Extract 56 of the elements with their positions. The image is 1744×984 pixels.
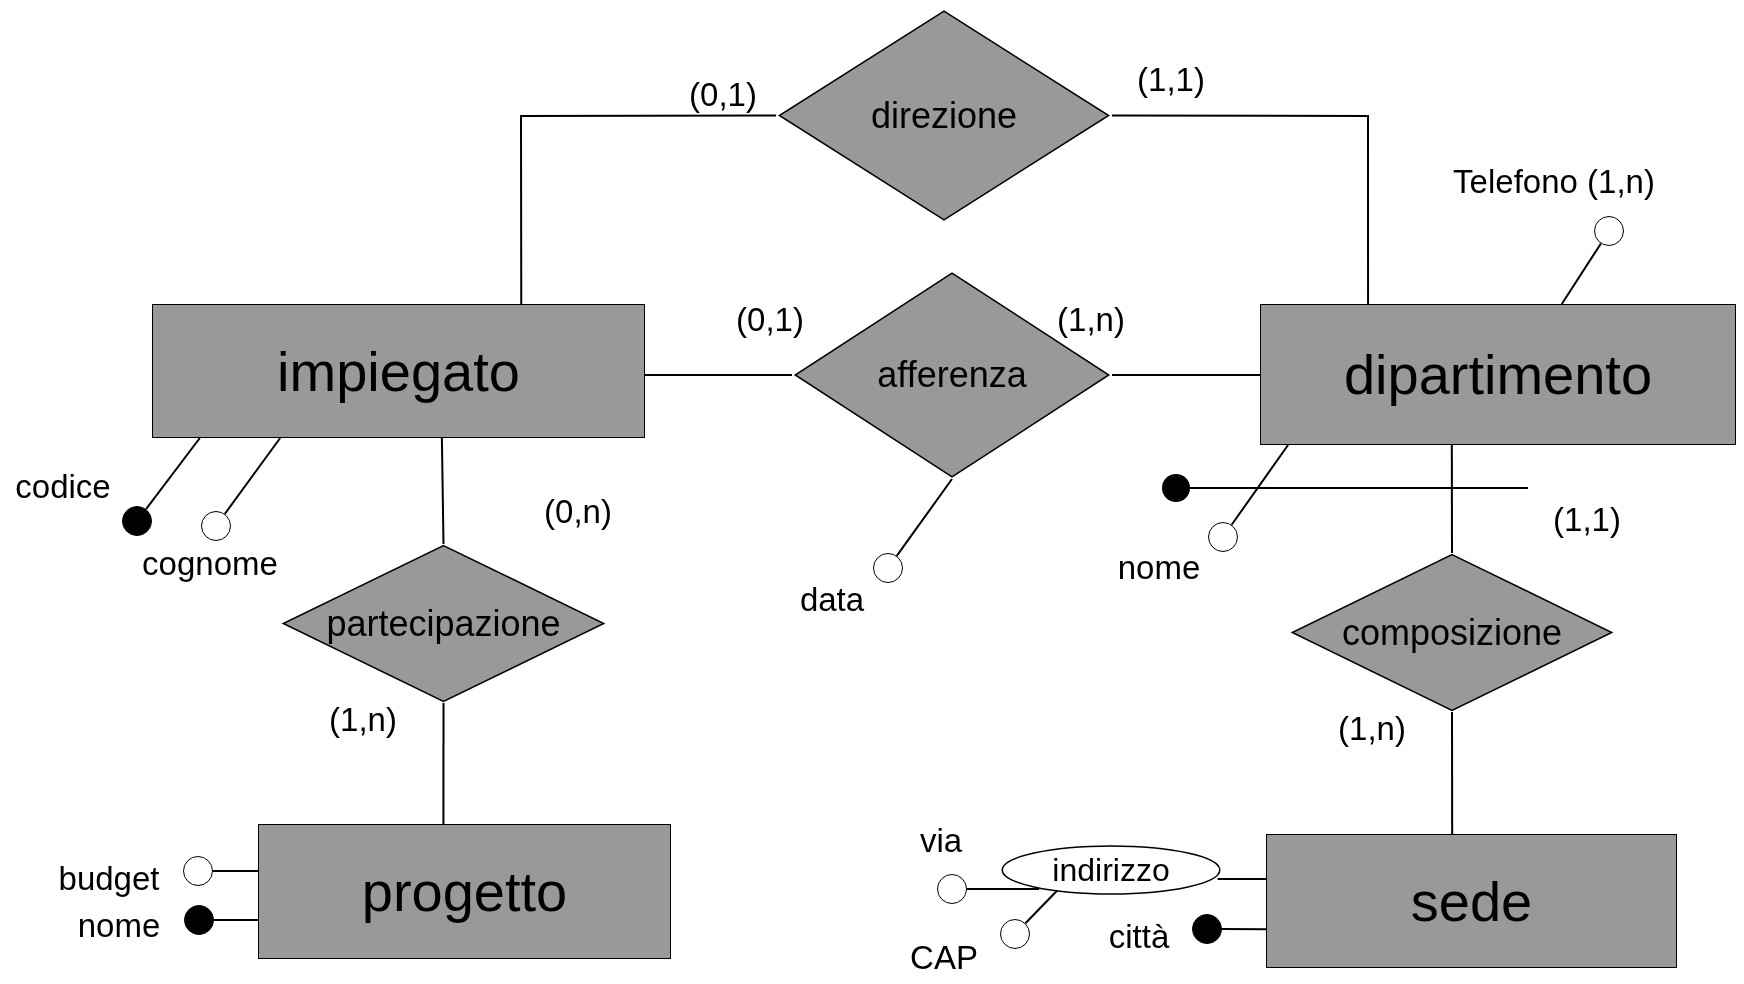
attribute-name: indirizzo — [1052, 851, 1170, 889]
key-attribute-circle — [122, 506, 152, 536]
entity-name: sede — [1410, 868, 1533, 934]
connector-line — [1451, 711, 1454, 835]
attribute-circle — [201, 511, 231, 541]
connector-line — [895, 478, 953, 557]
entity-box — [258, 824, 671, 959]
connector-line — [223, 437, 282, 515]
key-attribute-circle — [184, 905, 214, 935]
connector-line — [1560, 242, 1602, 305]
attribute-name: CAP — [910, 939, 978, 977]
relationship-name: composizione — [1341, 611, 1563, 654]
connector-line — [1450, 444, 1453, 554]
composite-attribute-ellipse — [1000, 845, 1222, 895]
attribute-name: budget — [58, 860, 160, 898]
attribute-name: nome — [77, 907, 161, 945]
connector-line — [1216, 878, 1267, 880]
attribute-name: nome — [1117, 549, 1201, 587]
relationship-name: afferenza — [877, 354, 1027, 396]
attribute-name: codice — [15, 468, 111, 506]
attribute-name: Telefono (1,n) — [1453, 163, 1655, 201]
connector-line — [966, 888, 1041, 890]
connector-line — [442, 702, 445, 825]
relationship-diamond — [776, 9, 1112, 222]
attribute-name: data — [799, 581, 865, 619]
entity-box — [1260, 304, 1736, 445]
attribute-circle — [1208, 522, 1238, 552]
relationship-diamond — [280, 544, 607, 703]
connector-line — [520, 114, 777, 305]
attribute-circle — [183, 856, 213, 886]
connector-line — [1111, 374, 1261, 377]
connector-line — [1024, 889, 1059, 925]
connector-line — [440, 437, 445, 545]
connector-line — [1111, 114, 1370, 305]
relationship-diamond — [1289, 553, 1615, 712]
connector-line — [212, 870, 259, 872]
attribute-name: cognome — [142, 545, 278, 583]
attribute-circle — [1000, 919, 1030, 949]
entity-name: progetto — [361, 859, 568, 924]
relationship-name: partecipazione — [326, 602, 561, 645]
entity-box — [152, 304, 645, 438]
connector-line — [1221, 928, 1267, 931]
connector-line — [644, 374, 793, 376]
entity-name: impiegato — [277, 338, 520, 404]
relationship-name: direzione — [870, 94, 1018, 137]
connector-line — [145, 437, 201, 511]
attribute-circle — [937, 874, 967, 904]
attribute-name: città — [1108, 918, 1170, 956]
connector-line — [213, 919, 259, 921]
connector-line — [1230, 444, 1290, 526]
attribute-circle — [1594, 216, 1624, 246]
attribute-circle — [873, 553, 903, 583]
entity-box — [1266, 834, 1677, 968]
attribute-name: via — [919, 822, 963, 860]
entity-name: dipartimento — [1343, 342, 1653, 407]
key-attribute-circle — [1192, 914, 1222, 944]
